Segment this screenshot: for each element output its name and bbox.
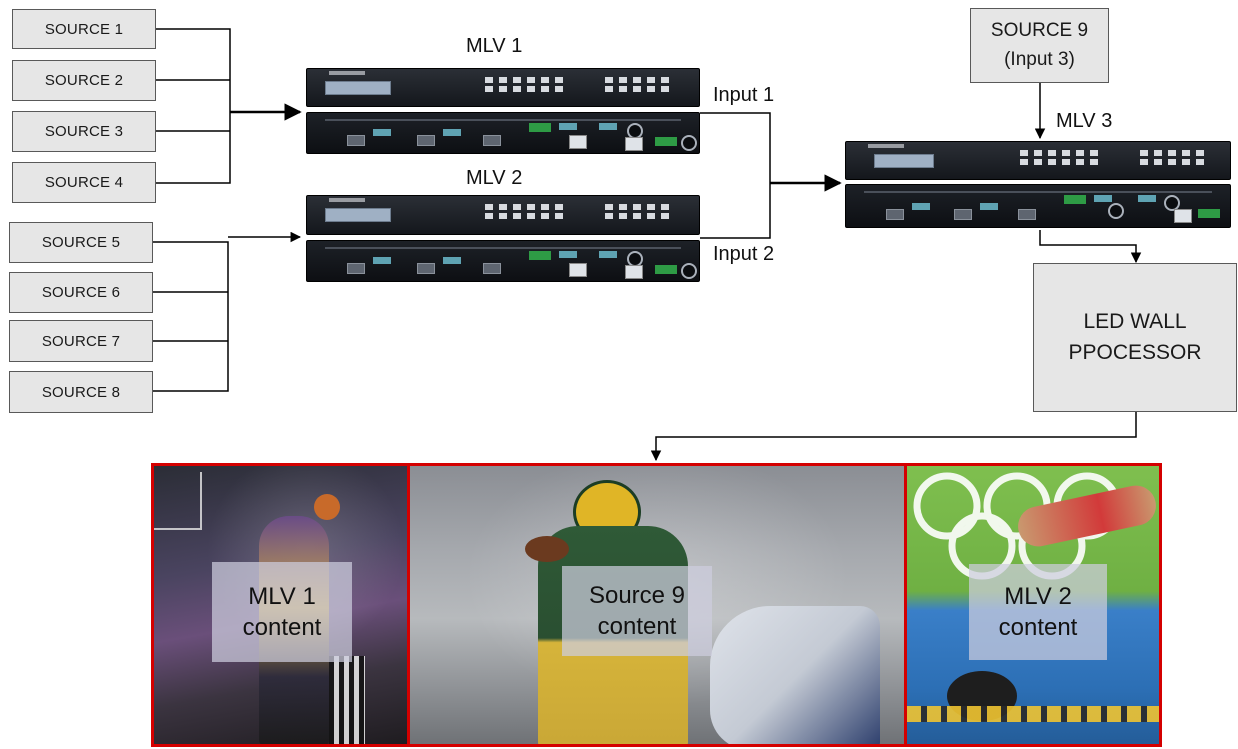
referee-silhouette bbox=[329, 656, 365, 744]
panel-source9-caption-line1: Source 9 bbox=[588, 581, 686, 609]
panel-mlv1-caption-line2: content bbox=[242, 614, 322, 641]
processor-label-line1: LED WALL bbox=[1083, 310, 1187, 334]
football-icon bbox=[525, 536, 569, 562]
panel-mlv2-caption: MLV 2 content bbox=[969, 564, 1107, 660]
panel-mlv1-content: MLV 1 content bbox=[151, 463, 410, 747]
panel-source9-caption: Source 9 content bbox=[562, 566, 712, 656]
source-box: SOURCE 5 bbox=[9, 222, 153, 263]
mlv1-front-panel bbox=[306, 68, 700, 107]
panel-source9-content: Source 9 content bbox=[407, 463, 907, 747]
mlv1-label: MLV 1 bbox=[466, 35, 523, 57]
mlv3-front-panel bbox=[845, 141, 1231, 180]
lane-rope bbox=[907, 706, 1159, 722]
mlv3-label: MLV 3 bbox=[1056, 110, 1113, 132]
source-box: SOURCE 7 bbox=[9, 320, 153, 362]
input-1-label: Input 1 bbox=[713, 84, 775, 106]
panel-mlv1-caption-line1: MLV 1 bbox=[248, 582, 316, 610]
source-box: SOURCE 3 bbox=[12, 111, 156, 152]
source-box: SOURCE 8 bbox=[9, 371, 153, 413]
basketball-hoop-icon bbox=[154, 472, 202, 530]
source-box: SOURCE 2 bbox=[12, 60, 156, 101]
mlv3-rear-panel bbox=[845, 184, 1231, 228]
source-9-label: SOURCE 9 bbox=[990, 20, 1089, 41]
source-box: SOURCE 4 bbox=[12, 162, 156, 203]
input-2-label: Input 2 bbox=[713, 243, 775, 265]
mlv2-front-panel bbox=[306, 195, 700, 235]
source-9-box: SOURCE 9 (Input 3) bbox=[970, 8, 1109, 83]
source-box: SOURCE 6 bbox=[9, 272, 153, 313]
mlv1-rear-panel bbox=[306, 112, 700, 154]
processor-label-line2: PPOCESSOR bbox=[1068, 340, 1202, 364]
mlv2-label: MLV 2 bbox=[466, 167, 523, 189]
panel-mlv2-content: MLV 2 content bbox=[904, 463, 1162, 747]
defender-silhouette bbox=[710, 606, 880, 744]
panel-mlv2-caption-line2: content bbox=[998, 614, 1078, 641]
panel-source9-caption-line2: content bbox=[597, 613, 677, 640]
mlv2-rear-panel bbox=[306, 240, 700, 282]
panel-mlv1-caption: MLV 1 content bbox=[212, 562, 352, 662]
source-9-input-label: (Input 3) bbox=[1004, 48, 1075, 70]
source-box: SOURCE 1 bbox=[12, 9, 156, 49]
panel-mlv2-caption-line1: MLV 2 bbox=[1004, 582, 1072, 610]
basketball-icon bbox=[314, 494, 340, 520]
led-wall-processor-box: LED WALL PPOCESSOR bbox=[1033, 263, 1237, 412]
